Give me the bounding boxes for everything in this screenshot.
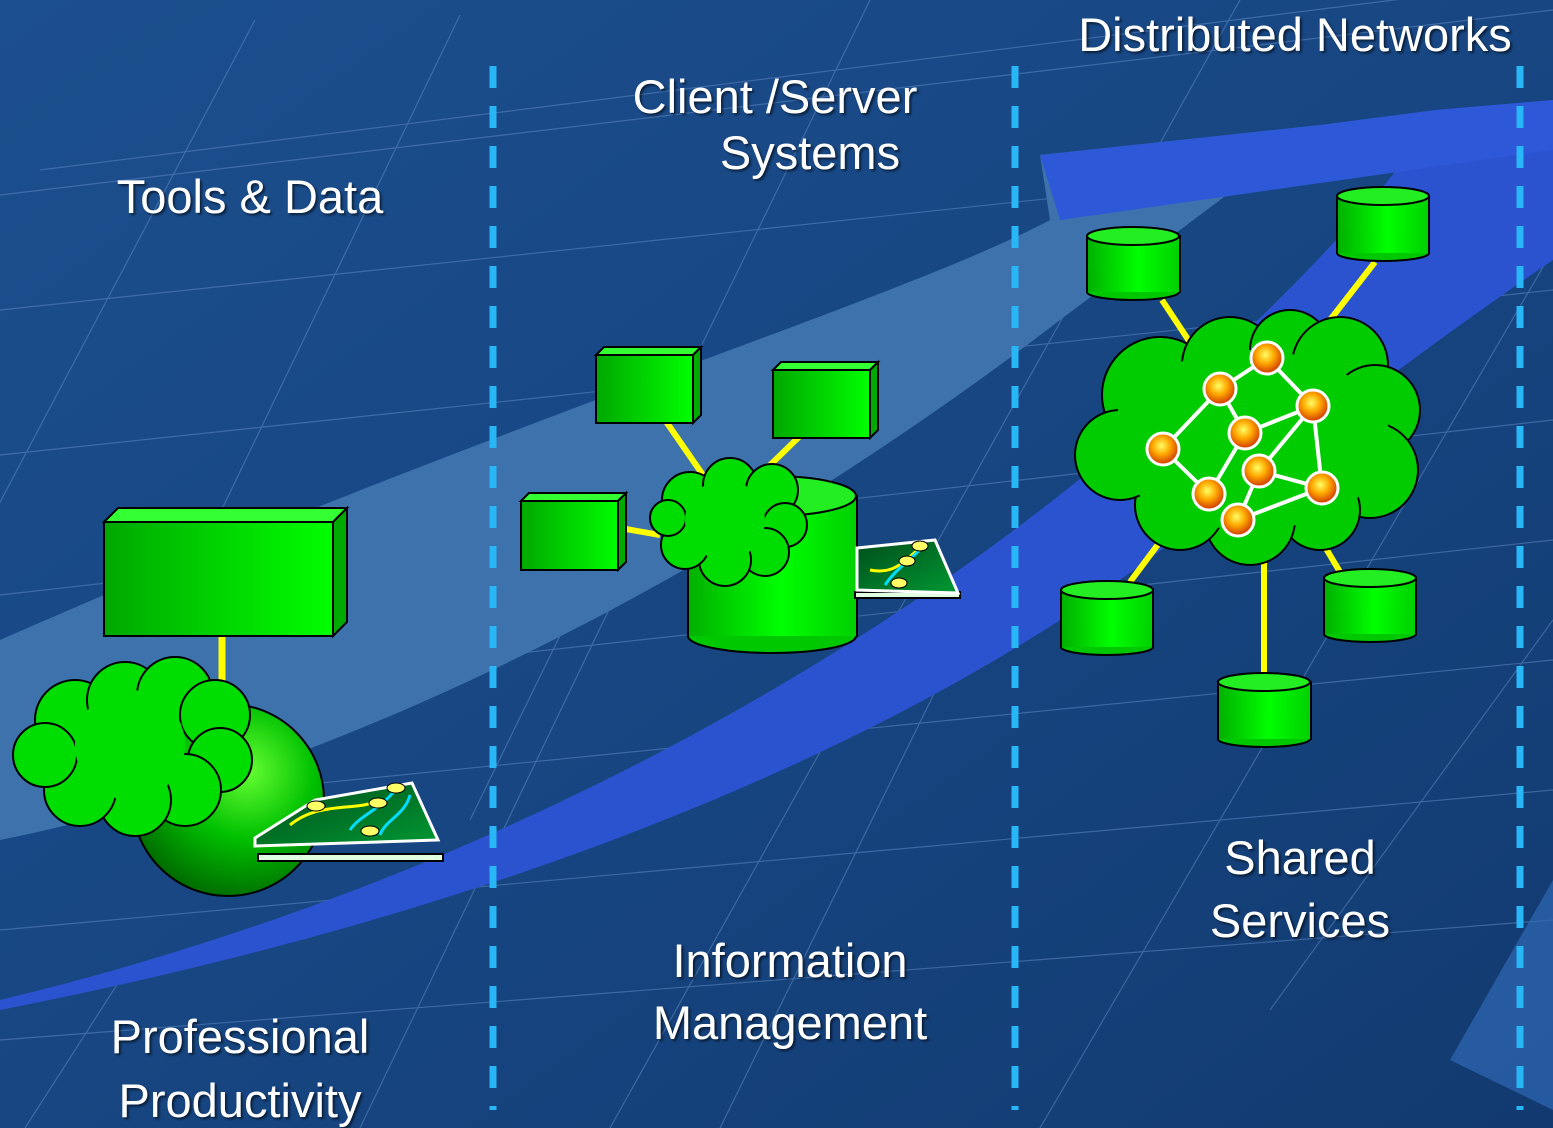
box-icon <box>770 359 881 441</box>
network-node-icon <box>1145 340 1340 538</box>
database-icon <box>1217 672 1312 748</box>
cloud-icon <box>12 656 253 837</box>
database-icon <box>1060 580 1154 656</box>
database-icon <box>1323 568 1417 643</box>
database-icon <box>1336 186 1430 262</box>
caption-clientserver-line2: Management <box>652 996 928 1049</box>
caption-distributed-line2: Services <box>1209 894 1391 947</box>
heading-tools: Tools & Data <box>116 170 384 223</box>
stage-tools-graphic <box>12 505 444 897</box>
box-icon <box>101 505 350 639</box>
caption-distributed-line1: Shared <box>1224 831 1376 884</box>
caption-tools-line1: Professional <box>110 1010 370 1063</box>
heading-clientserver-line1: Client /Server <box>632 70 918 123</box>
heading-clientserver-line2: Systems <box>719 126 901 179</box>
box-icon <box>518 490 629 573</box>
circuit-board-icon <box>854 538 961 599</box>
circuit-board-icon <box>253 781 444 862</box>
stage-distributed-graphic <box>1060 186 1430 748</box>
stage-dividers <box>489 66 1524 1110</box>
caption-clientserver-line1: Information <box>672 934 908 987</box>
box-icon <box>593 344 704 426</box>
caption-tools-line2: Productivity <box>118 1074 362 1127</box>
cloud-icon <box>649 457 808 587</box>
heading-distributed: Distributed Networks <box>1078 8 1512 61</box>
database-icon <box>1086 226 1181 301</box>
stage-clientserver-graphic <box>518 344 961 654</box>
